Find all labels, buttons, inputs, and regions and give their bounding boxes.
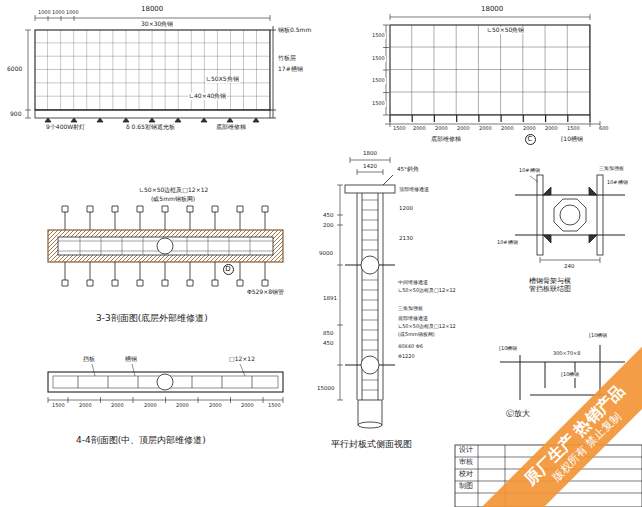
callout-circle: C: [525, 134, 536, 145]
annotation-text: [10槽钢: [498, 346, 518, 352]
annotation-text: 挡板: [82, 356, 96, 363]
annotation-text: 槽钢: [124, 356, 138, 363]
dimension-number: 2000: [110, 403, 125, 409]
dimension-number: 1500: [392, 126, 407, 132]
dimension-number: 2000: [175, 403, 190, 409]
dimension-number: 1500: [371, 56, 386, 62]
annotation-text: 300×70×8: [552, 351, 581, 357]
annotation-text: δ 0.65彩钢遮光板: [125, 124, 176, 131]
dimension-number: 240: [563, 263, 576, 269]
annotation-text: 审核: [458, 459, 474, 467]
annotation-text: 10#槽钢: [518, 168, 541, 174]
annotation-text: 三角加强板: [598, 166, 625, 172]
annotation-text: 制图: [458, 483, 474, 491]
dimension-number: 1000: [37, 10, 52, 16]
dimension-number: 18000: [140, 6, 164, 14]
dimension-number: 2000: [456, 126, 471, 132]
dimension-number: 1000: [65, 10, 80, 16]
dimension-number: 900: [9, 111, 22, 118]
dimension-number: 15000: [316, 385, 336, 391]
annotation-text: [10槽钢: [588, 333, 608, 339]
view-title: 3-3剖面图(底层外部维修道): [95, 314, 209, 324]
dimension-number: 2000: [434, 126, 449, 132]
dimension-number: 450: [322, 212, 335, 218]
dimension-number: 2130: [398, 235, 414, 241]
annotation-text: 底部维修梯: [215, 124, 247, 131]
view-title: 4-4剖面图(中、顶层内部维修道): [75, 436, 207, 446]
annotation-text: Φ529×8钢管: [246, 289, 285, 296]
annotation-text: 10#槽钢: [496, 240, 519, 246]
annotation-text: 17#槽钢: [277, 66, 304, 73]
annotation-text: 30×30角钢: [140, 21, 174, 28]
dimension-number: 1500: [371, 101, 386, 107]
dimension-number: 9000: [318, 250, 334, 256]
dimension-number: 600: [598, 126, 610, 132]
annotation-text: 设计: [458, 447, 474, 455]
dimension-number: 450: [322, 340, 335, 346]
annotation-text: [10槽钢: [560, 136, 584, 143]
dimension-number: 2000: [208, 403, 223, 409]
dimension-number: 1500: [267, 403, 282, 409]
dimension-number: 1000: [51, 10, 66, 16]
annotation-text: ∟40×40角钢: [188, 93, 227, 100]
annotation-text: ∟50×50边框及□12×12: [397, 288, 457, 294]
dimension-number: 2000: [143, 403, 158, 409]
dimension-number: 2000: [78, 403, 93, 409]
annotation-text: Ⓒ放大: [505, 410, 531, 419]
dimension-number: 1500: [566, 126, 581, 132]
annotation-text: 40X40 Φ6: [397, 344, 424, 350]
annotation-text: ∟50×50边框及□12×12: [397, 324, 457, 330]
dimension-number: 1891: [322, 295, 338, 301]
dimension-number: 2000: [500, 126, 515, 132]
dimension-number: 6000: [6, 66, 23, 73]
dimension-number: 2000: [544, 126, 559, 132]
annotation-text: (或5mm钢板网): [150, 196, 196, 203]
dimension-number: 1500: [51, 403, 66, 409]
annotation-text: ∟50×50边框及□12×12: [138, 187, 209, 194]
annotation-text: Φ1220: [397, 354, 416, 360]
annotation-text: 底部维修梯: [430, 136, 462, 143]
annotation-text: [10槽钢: [560, 372, 580, 378]
annotation-text: ∟50×50角钢: [486, 27, 525, 34]
annotation-text: ∟50X5角钢: [205, 76, 240, 83]
dimension-number: 1500: [371, 33, 386, 39]
annotation-text: 竹板层: [277, 55, 297, 62]
annotation-text: 10#槽钢: [606, 180, 629, 186]
dimension-number: 2000: [412, 126, 427, 132]
callout-letter: C: [528, 136, 533, 143]
annotation-text: 中间维修通道: [397, 280, 429, 286]
annotation-text: 钢板0.5mm: [277, 27, 312, 34]
annotation-text: □12×12: [228, 356, 256, 363]
annotation-text: 校对: [458, 471, 474, 479]
dimension-number: 2000: [240, 403, 255, 409]
dimension-number: 200: [322, 222, 335, 228]
dimension-number: 1500: [371, 78, 386, 84]
annotation-text: 45°斜角: [396, 166, 420, 172]
annotation-text: 槽钢骨架与横管挡板联结图: [528, 278, 576, 293]
annotation-text: 底部维修通道: [397, 316, 429, 322]
dimension-number: 1420: [362, 163, 378, 169]
dimension-number: 1800: [362, 150, 378, 156]
annotation-text: 顶部维修通道: [398, 187, 430, 193]
dimension-number: 18000: [480, 6, 504, 14]
annotation-text: (或5mm钢板网): [397, 332, 436, 338]
dimension-number: 2000: [478, 126, 493, 132]
view-title: 平行封板式侧面视图: [330, 440, 413, 450]
dimension-number: 2000: [522, 126, 537, 132]
callout-letter: D: [225, 266, 230, 273]
annotation-text: 9个400W射灯: [45, 124, 86, 131]
dimension-number: 850: [322, 330, 335, 336]
dimension-number: 1200: [398, 205, 414, 211]
annotation-text: 三角加强板: [397, 306, 424, 312]
callout-circle: D: [223, 264, 234, 275]
